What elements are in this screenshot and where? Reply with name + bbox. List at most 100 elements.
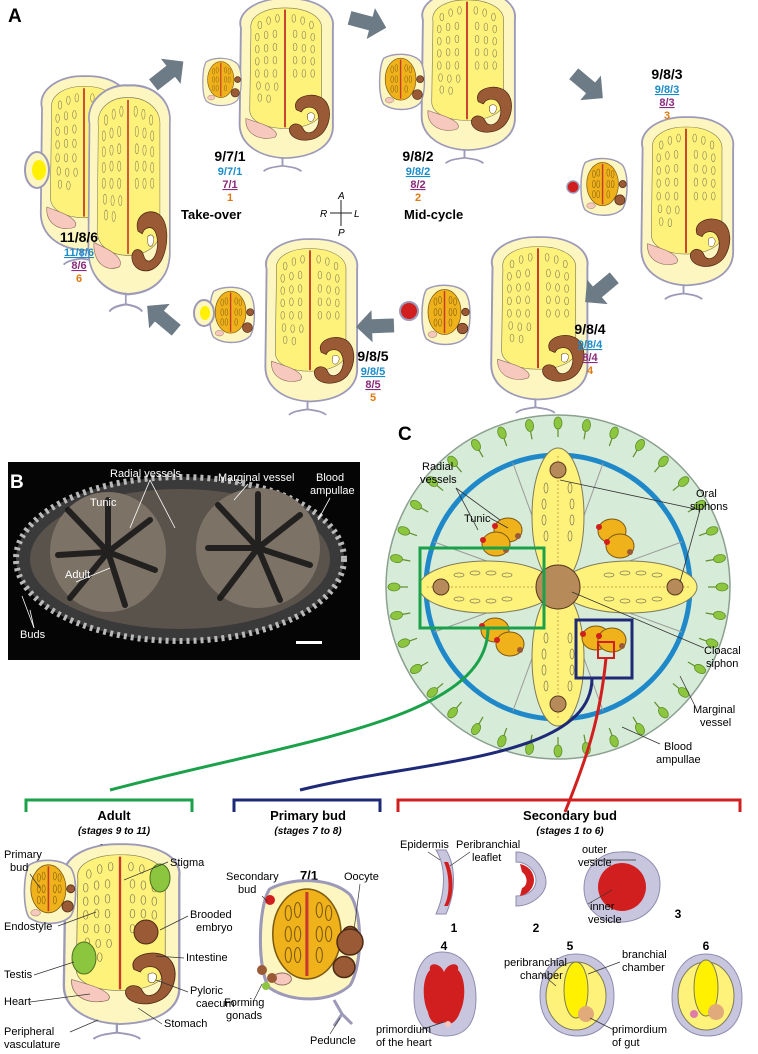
stage-3-drawing [583,851,661,923]
ampullae-label: ampullae [310,485,355,497]
marginal-vessel-label: Marginal vessel [218,472,294,484]
testis-top [149,863,171,893]
peduncle-label: Peduncle [310,1035,356,1047]
tunic-label: Tunic [90,497,117,509]
primary-bud-annotations: Secondary bud Oocyte Forming gonads Pedu… [224,871,379,1047]
colony-schematic [385,414,731,760]
zooid-stage-9-8-4 [490,236,589,414]
stage-number-3: 3 [675,907,682,921]
intestine-label: Intestine [186,952,228,964]
tunic-label: Tunic [464,513,491,525]
primary-bud-connector [299,677,594,792]
bud-9-8-2 [378,53,426,111]
buds-label: Buds [20,629,46,641]
radial-vessels-label: Radial vessels [110,468,181,480]
gut-label: of gut [612,1037,640,1049]
stomach-label: Stomach [164,1018,207,1030]
axis-compass: A P R L [320,191,360,239]
gut-primordium-label: primordium [612,1024,667,1036]
stage-number-4: 4 [441,939,448,953]
ampullae-label: ampullae [656,754,701,766]
stage-code-orange: 3 [664,110,670,122]
adult-label: Adult [65,569,90,581]
secondary-bud-title: Secondary bud [523,808,617,823]
stage-code-blue: 9/8/4 [578,339,603,351]
forming-gonad [267,973,277,983]
outer-label: outer [582,844,607,856]
primary-bud-stages: (stages 7 to 8) [274,826,342,837]
testis [71,941,97,975]
stage-number-1: 1 [451,921,458,935]
axis-anterior: A [337,191,345,202]
stage-code-blue: 9/8/2 [406,166,430,178]
testis-label: Testis [4,969,33,981]
stage-code-orange: 4 [587,365,594,377]
adult-bracket [24,798,194,812]
stage-code-orange: 6 [76,273,82,285]
colony-photo [8,462,360,660]
gonads-label: gonads [226,1010,263,1022]
bud-label: bud [238,884,256,896]
cloacal-label: Cloacal [704,645,741,657]
zooid-stage-9-8-3 [640,116,735,301]
bud-label: bud [10,862,28,874]
primary-bud-title: Primary bud [270,808,346,823]
stage-code-orange: 1 [227,192,233,204]
stage-1-drawing [435,849,454,915]
stage-2-drawing [515,851,547,907]
stage-number-5: 5 [567,939,574,953]
zooid-stage-9-8-5 [264,238,359,416]
secondary-bud-9-8-5 [193,299,215,327]
peduncle [332,999,354,1027]
secondary-bud-9-8-3 [566,180,580,194]
zooid-stage-9-7-1 [238,0,335,173]
secondary-bud-annotations: Epidermis Peribranchial leaflet outer ve… [376,839,667,1049]
adult-title: Adult [97,808,131,823]
stage-label: 9/8/2 [402,148,433,164]
axis-left: L [354,209,360,220]
forming-gonad [262,982,270,990]
adult-primary-bud [23,859,77,925]
stage-6-drawing [671,953,743,1037]
stage-label: 9/7/1 [214,148,245,164]
stage-code-blue: 9/7/1 [218,166,242,178]
stage-code-orange: 2 [415,192,421,204]
stage-label: 9/8/3 [651,66,682,82]
panel-a-label: A [8,6,22,27]
pyloric-label: Pyloric [190,985,224,997]
cycle-arrow [136,293,187,343]
adult-annotations: Primary bud Stigma Endostyle Brooded emb… [4,849,235,1051]
forming-gonad [257,965,267,975]
bud-9-8-4 [421,284,471,346]
heart-primordium-label: primordium [376,1024,431,1036]
marginal-label: Marginal [693,704,735,716]
inner-label: inner [590,901,615,913]
heart-label: of the heart [376,1037,432,1049]
primary-bud-bracket [232,798,382,812]
schematic-annotations: Radial vessels Oral siphons Tunic Cloaca… [420,461,741,766]
bud-9-7-1 [202,57,242,107]
siphons-label: siphons [690,501,728,513]
zooid-stage-9-8-2 [420,0,517,165]
axis-right: R [320,209,327,220]
vessels-label: vessels [420,474,457,486]
peribranchial-label: Peribranchial [456,839,520,851]
chamber-label: chamber [520,970,563,982]
cycle-arrow [563,61,614,111]
panel-c-label: C [398,424,412,445]
secondary-bud [265,895,275,905]
caecum-label: caecum [196,998,235,1010]
secondary-label: Secondary [226,871,279,883]
stage-label: 9/8/5 [357,348,388,364]
panel-b-label: B [10,472,24,493]
stage-code-purple: 7/1 [222,179,237,191]
stage-code-purple: 8/5 [365,379,380,391]
stage-code-purple: 8/3 [659,97,674,109]
radial-label: Radial [422,461,453,473]
stage-code-blue: 9/8/3 [655,84,679,96]
stage-code-purple: 8/2 [410,179,425,191]
cycle-arrow [355,309,395,343]
secondary-bud-bracket [396,798,742,812]
zooid-front-11-8-6 [87,84,172,313]
secondary-bud-stages: (stages 1 to 6) [536,826,604,837]
